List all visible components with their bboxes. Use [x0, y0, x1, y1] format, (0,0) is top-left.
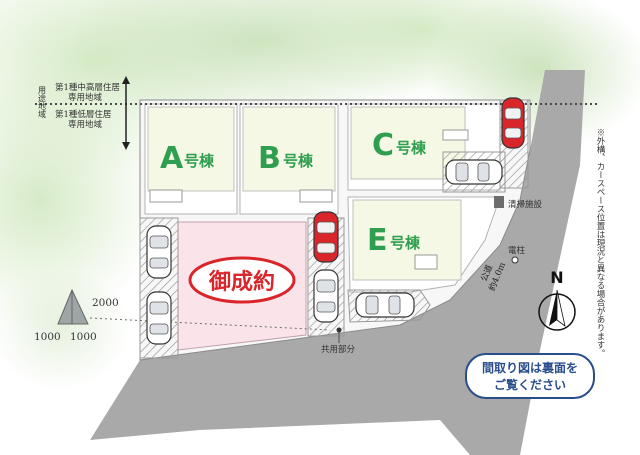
building-a-letter: A: [160, 141, 184, 176]
zoning-arrow-up-head: [122, 76, 130, 84]
scale-height-label: 2000: [92, 297, 119, 309]
scale-reference-line: [89, 317, 331, 331]
label-building-c: C 号棟: [372, 128, 427, 163]
building-a: [147, 106, 235, 192]
label-building-a: A 号棟: [160, 141, 215, 176]
label-building-e: E 号棟: [367, 223, 421, 258]
floorplan-note-line2: ご覧ください: [494, 377, 566, 392]
building-e-letter: E: [367, 223, 388, 258]
building-c-suffix: 号棟: [396, 139, 427, 157]
step-e: [414, 254, 438, 270]
zoning-upper-line1: 第1種中高層住居: [55, 82, 120, 93]
car-c-white: [445, 159, 503, 185]
utility-pole-marker: [511, 256, 519, 264]
scale-indicator: 2000 1000 1000: [34, 288, 119, 343]
car-middle-white: [313, 269, 339, 323]
scale-base-left-label: 1000: [34, 331, 61, 343]
sold-badge-label: 御成約: [208, 269, 275, 295]
car-c-red: [501, 97, 525, 149]
step-c: [442, 129, 469, 141]
floorplan-note-line1: 間取り図は裏面を: [482, 360, 578, 375]
cleaning-facility-label: 清掃施設: [508, 199, 543, 210]
building-b: [242, 106, 336, 192]
zoning-side-label: 用途地域: [38, 86, 47, 118]
building-e: [352, 199, 462, 281]
zoning-arrow-down-head: [122, 142, 130, 150]
utility-pole-label: 電柱: [508, 245, 526, 256]
shared-area-label: 共用部分: [321, 344, 356, 355]
sold-badge-ellipse: [188, 256, 296, 304]
zoning-lower-line1: 第1種低層住居: [55, 109, 111, 120]
scale-triangle: [57, 288, 89, 325]
north-arrow-half: [556, 289, 566, 327]
step-b: [299, 189, 333, 203]
cleaning-facility-box: [494, 196, 504, 208]
car-left-top: [146, 225, 172, 279]
building-c-letter: C: [372, 128, 394, 163]
label-building-b: B 号棟: [258, 141, 314, 176]
car-left-bottom: [146, 291, 172, 345]
north-label: N: [550, 268, 563, 287]
zoning-upper-line2: 専用地域: [68, 92, 103, 103]
zoning-lower-line2: 専用地域: [68, 119, 103, 130]
scale-base-right-label: 1000: [70, 331, 97, 343]
car-middle-red: [313, 211, 339, 263]
step-a: [149, 189, 183, 203]
building-e-suffix: 号棟: [390, 234, 421, 252]
north-arrow: N: [538, 268, 576, 331]
building-b-suffix: 号棟: [283, 152, 314, 170]
road: [90, 70, 585, 455]
floorplan-note-box: 間取り図は裏面を ご覧ください: [465, 353, 595, 399]
building-b-letter: B: [258, 141, 281, 176]
building-a-suffix: 号棟: [184, 152, 215, 170]
layout-disclaimer-note: ※外構、カースペース位置は現況と異なる場合があります。: [595, 128, 605, 358]
car-e-white: [355, 292, 415, 318]
